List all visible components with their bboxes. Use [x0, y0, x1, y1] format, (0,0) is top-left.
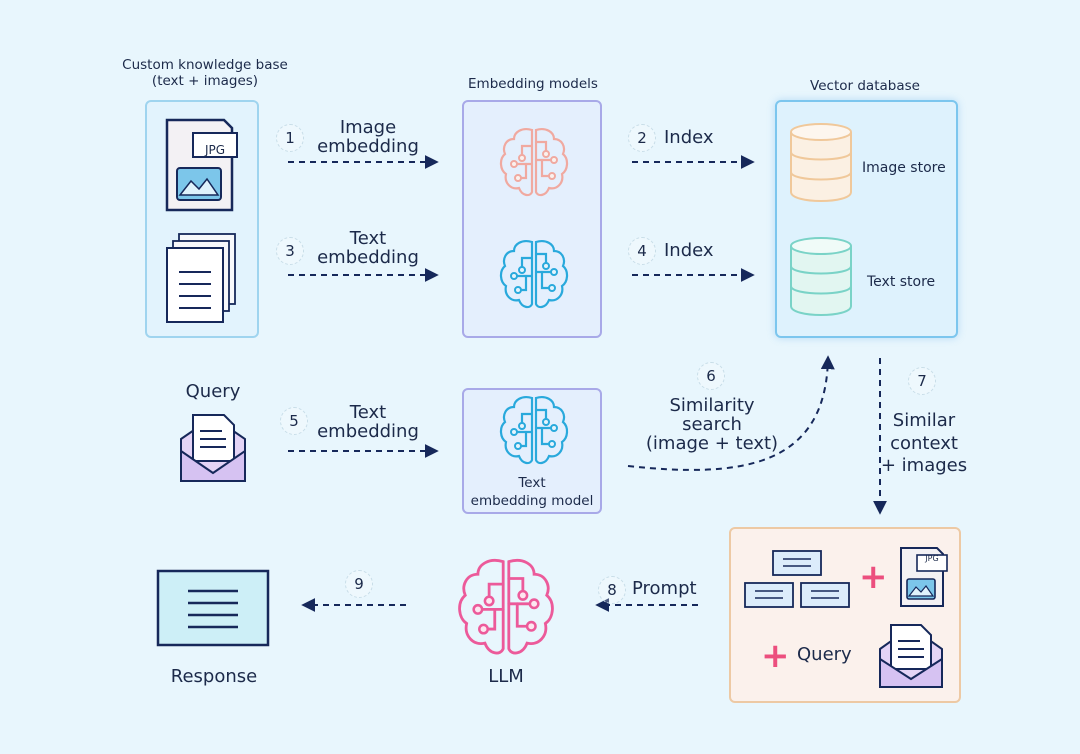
- query-label: Query: [185, 381, 241, 402]
- response-document-icon: [156, 569, 270, 647]
- small-jpg-tag: JPG: [925, 554, 939, 563]
- step-1-line1: Image: [339, 117, 397, 138]
- step-3-line1: Text: [349, 228, 387, 249]
- step-6-line3: (image + text): [645, 432, 779, 454]
- step-8-number: 8: [598, 576, 626, 604]
- knowledge-base-box: JPG: [145, 100, 259, 338]
- step-4-number: 4: [628, 237, 656, 265]
- text-embedding-model-box: Text embedding model: [462, 388, 602, 514]
- combined-context-box: + JPG + Query: [729, 527, 961, 703]
- vector-db-title: Vector database: [810, 78, 920, 94]
- knowledge-base-title-line2: (text + images): [151, 73, 259, 89]
- step-6-line1: Similarity: [669, 395, 755, 416]
- step-9-number: 9: [345, 570, 373, 598]
- step-7-number: 7: [908, 367, 936, 395]
- jpg-tag: JPG: [204, 143, 226, 157]
- plus-icon-bottom: +: [761, 636, 790, 676]
- step-4-label: Index: [664, 240, 714, 261]
- text-store-label: Text store: [867, 274, 936, 290]
- text-embedding-model-line1: Text: [518, 475, 546, 491]
- step-5-line1: Text: [349, 402, 387, 423]
- llm-brain-icon: [458, 559, 554, 655]
- step-1-label: Image embedding: [312, 117, 424, 157]
- response-label: Response: [170, 666, 258, 687]
- text-documents-icon: [166, 233, 236, 323]
- image-store-db-icon: [790, 123, 852, 202]
- text-store-db-icon: [790, 237, 852, 316]
- step-5-number: 5: [280, 407, 308, 435]
- knowledge-base-title: Custom knowledge base (text + images): [110, 57, 300, 89]
- step-2-number: 2: [628, 124, 656, 152]
- knowledge-base-title-line1: Custom knowledge base: [122, 57, 288, 73]
- image-embedding-brain-icon: [499, 128, 569, 197]
- step-6-label: Similarity search (image + text): [640, 395, 784, 454]
- plus-icon-top: +: [859, 557, 888, 597]
- step-7-line2: context: [890, 432, 958, 454]
- vector-db-box: Image store Text store: [775, 100, 958, 338]
- step-3-label: Text embedding: [312, 228, 424, 268]
- image-store-label: Image store: [862, 160, 946, 176]
- step-7-label: Similar context + images: [878, 410, 970, 478]
- step-3-line2: embedding: [317, 246, 419, 268]
- combined-query-envelope-icon: [879, 624, 943, 688]
- step-7-line3: + images: [880, 455, 968, 476]
- step-2-label: Index: [664, 127, 714, 148]
- query-embedding-brain-icon: [499, 396, 569, 465]
- step-5-label: Text embedding: [312, 402, 424, 442]
- step-8-label: Prompt: [632, 578, 697, 599]
- context-image-document-icon: [900, 547, 948, 607]
- context-chunks-icon: [744, 550, 850, 608]
- llm-label: LLM: [488, 666, 524, 687]
- embedding-models-title: Embedding models: [468, 76, 598, 92]
- step-3-number: 3: [276, 237, 304, 265]
- image-document-icon: [165, 118, 238, 212]
- step-1-line2: embedding: [317, 135, 419, 157]
- step-6-number: 6: [697, 362, 725, 390]
- step-5-line2: embedding: [317, 420, 419, 442]
- text-embedding-model-label: Text embedding model: [466, 474, 598, 510]
- step-6-line2: search: [682, 413, 742, 435]
- combined-query-label: Query: [797, 644, 852, 665]
- embedding-models-box: [462, 100, 602, 338]
- query-envelope-icon: [180, 414, 246, 482]
- step-1-number: 1: [276, 124, 304, 152]
- text-embedding-brain-icon: [499, 240, 569, 309]
- text-embedding-model-line2: embedding model: [470, 493, 594, 510]
- step-7-line1: Similar: [892, 410, 956, 431]
